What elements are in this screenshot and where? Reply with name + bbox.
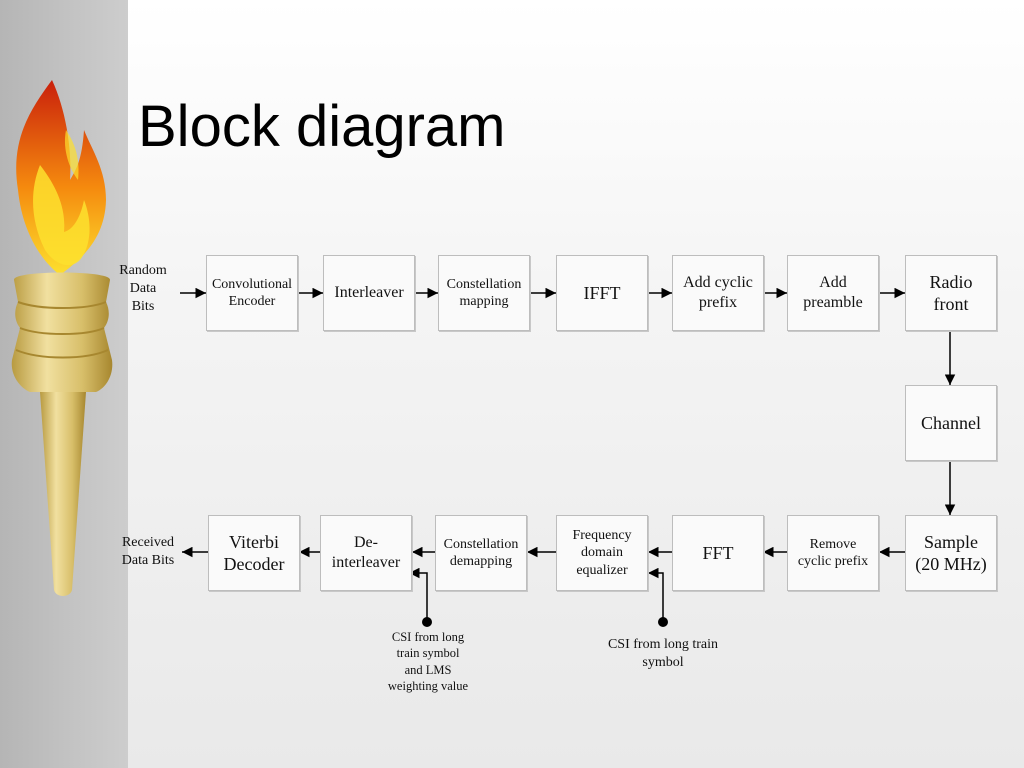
block-channel: Channel — [905, 385, 997, 461]
block-sample: Sample (20 MHz) — [905, 515, 997, 591]
caption-csi-equalizer: CSI from long train symbol — [607, 637, 719, 671]
caption-csi-deinterleaver: CSI from long train symbol and LMS weigh… — [387, 630, 469, 693]
block-remove-cyclic-prefix: Remove cyclic prefix — [787, 515, 879, 591]
block-de-interleaver: De- interleaver — [320, 515, 412, 591]
block-add-preamble: Add preamble — [787, 255, 879, 331]
block-add-cyclic-prefix: Add cyclic prefix — [672, 255, 764, 331]
torch-icon — [11, 80, 113, 596]
csi-dot-equalizer — [658, 617, 668, 627]
block-radio-front: Radio front — [905, 255, 997, 331]
block-convolutional-encoder: Convolutional Encoder — [206, 255, 298, 331]
block-ifft: IFFT — [556, 255, 648, 331]
block-frequency-domain-equalizer: Frequency domain equalizer — [556, 515, 648, 591]
block-viterbi-decoder: Viterbi Decoder — [208, 515, 300, 591]
csi-link-demapping — [409, 567, 428, 622]
page-title: Block diagram — [138, 94, 506, 159]
block-constellation-demapping: Constellation demapping — [435, 515, 527, 591]
csi-dot-demapping — [422, 617, 432, 627]
block-fft: FFT — [672, 515, 764, 591]
block-constellation-mapping: Constellation mapping — [438, 255, 530, 331]
output-label-received-data-bits: Received Data Bits — [121, 535, 175, 569]
input-label-random-data-bits: Random Data Bits — [119, 263, 167, 315]
block-interleaver: Interleaver — [323, 255, 415, 331]
csi-link-equalizer — [648, 567, 664, 622]
